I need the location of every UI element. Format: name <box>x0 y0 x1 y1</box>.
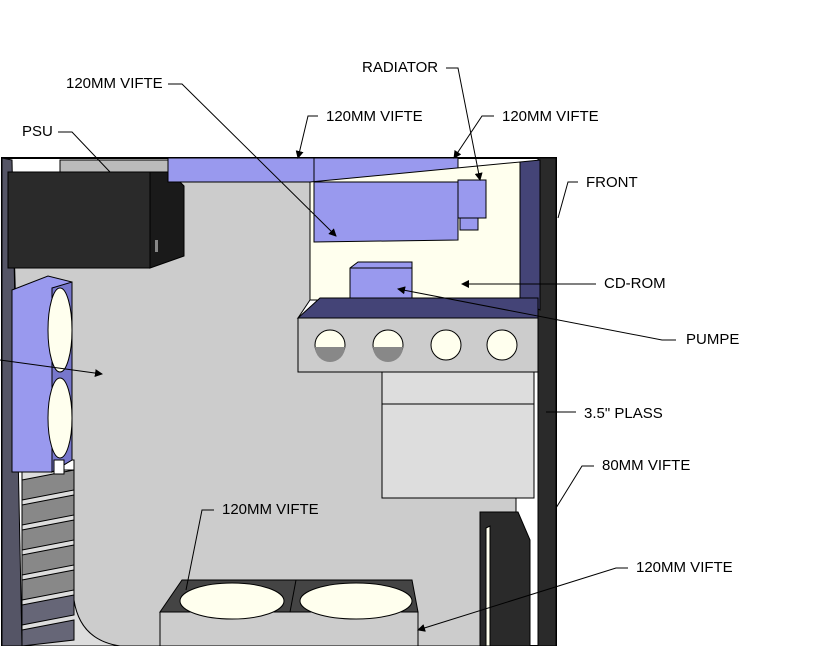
bay-35 <box>381 371 535 499</box>
side-fans <box>11 275 73 475</box>
leader-fan-120-bottom-right <box>417 567 628 632</box>
label-fan-120-top-right: 120MM VIFTE <box>502 108 599 125</box>
leader-radiator <box>446 67 483 181</box>
psu-unit <box>7 171 185 269</box>
leader-psu <box>58 131 111 173</box>
bottom-fans <box>159 579 419 646</box>
leader-lines <box>0 67 676 632</box>
front-80mm-fan <box>479 511 531 646</box>
label-cdrom: CD-ROM <box>604 275 666 292</box>
label-pump: PUMPE <box>686 331 740 348</box>
label-fan-120-top: 120MM VIFTE <box>326 108 423 125</box>
label-psu: PSU <box>22 123 53 140</box>
label-fan-80: 80MM VIFTE <box>602 457 691 474</box>
label-front: FRONT <box>586 174 638 191</box>
top-vent-strip <box>59 159 171 173</box>
label-fan-120-top-left: 120MM VIFTE <box>66 75 163 92</box>
leader-fan-80 <box>555 465 594 509</box>
leader-fan-120-top <box>295 115 318 159</box>
leader-front <box>557 181 578 219</box>
label-radiator: RADIATOR <box>362 59 439 76</box>
label-fan-120-bottom-right: 120MM VIFTE <box>636 559 733 576</box>
leader-fan-120-top-left <box>168 83 337 237</box>
drive-cage <box>296 297 539 373</box>
label-bay-35: 3.5" PLASS <box>584 405 663 422</box>
leader-fan-120-bottom <box>185 509 214 591</box>
leader-pump <box>397 286 676 341</box>
leader-fan-120-top-right <box>453 115 494 159</box>
radiator-block <box>313 158 487 243</box>
label-fan-120-bottom: 120MM VIFTE <box>222 501 319 518</box>
leader-side-fan <box>0 359 103 378</box>
